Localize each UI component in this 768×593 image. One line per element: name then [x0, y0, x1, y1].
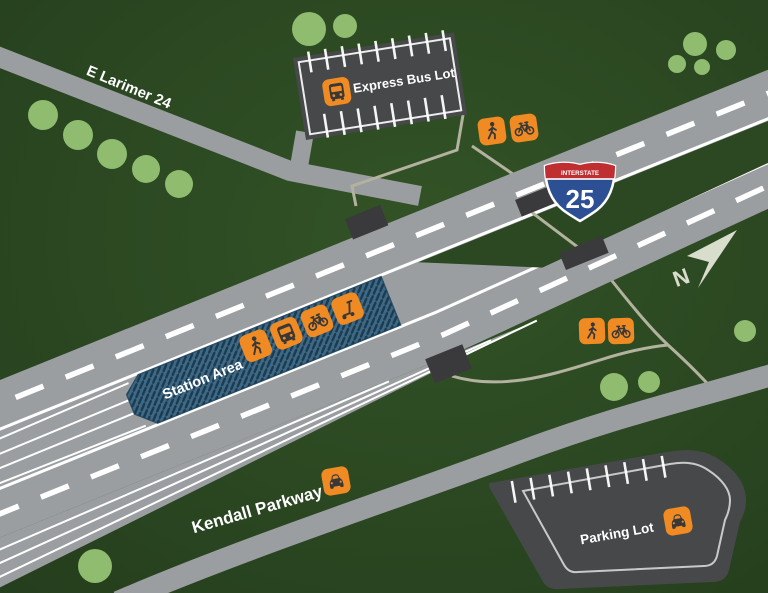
tree [668, 55, 686, 73]
tree [638, 371, 660, 393]
walk-icon [477, 116, 507, 146]
car-icon [663, 506, 693, 536]
bus-icon [270, 317, 303, 350]
station-entrance-south [425, 344, 472, 384]
parking-lot-circulation-road [521, 461, 732, 574]
tree [683, 32, 707, 56]
tree [97, 139, 127, 169]
bus-icon [322, 77, 352, 107]
lane-dashes-south [0, 93, 768, 535]
tree [132, 155, 160, 183]
trail-under-highway [471, 144, 722, 399]
trees [28, 12, 756, 583]
interstate-25-shield: INTERSTATE 25 [543, 161, 617, 223]
interstate-number: 25 [566, 184, 595, 214]
bike-icon [509, 113, 539, 143]
express-bus-lot-border [297, 37, 463, 136]
walk-icon [239, 329, 273, 362]
road-e-larimer [0, 46, 422, 206]
trail-north [350, 114, 465, 207]
bike-icon [607, 317, 635, 345]
trail-south [451, 343, 669, 384]
north-arrow-icon [687, 230, 737, 288]
edge-line-north [0, 46, 768, 462]
scooter-icon [331, 292, 364, 325]
tree [78, 549, 112, 583]
interstate-label: INTERSTATE [561, 170, 600, 177]
express-bus-lot: Express Bus Lot [293, 30, 467, 140]
tree [28, 100, 58, 130]
tree [165, 170, 193, 198]
car-icon [321, 466, 351, 496]
tree [333, 14, 357, 38]
parking-stall-lines [510, 455, 667, 503]
trail-median-segment [531, 211, 580, 249]
parking-stall-lines [306, 30, 448, 138]
underpass-north-portal [515, 185, 558, 217]
tree [716, 40, 736, 60]
median-strip [418, 49, 768, 268]
walk-icon [578, 317, 606, 345]
tree [734, 320, 756, 342]
road-kendall-parkway [113, 364, 768, 593]
trail-paths [350, 114, 722, 399]
parking-lot: Parking Lot [488, 450, 746, 590]
south-crossing-icons [578, 317, 635, 345]
lane-dashes-north [0, 23, 768, 441]
underpass-south-portal [559, 236, 609, 270]
edge-line-south [0, 76, 768, 513]
tree [694, 59, 710, 75]
tree [600, 373, 628, 401]
north-crossing-icons [477, 113, 539, 146]
express-bus-lot-surface [293, 32, 467, 140]
tree [63, 120, 93, 150]
station-entrance-north [344, 204, 389, 240]
tree [292, 12, 326, 46]
bike-icon [300, 304, 334, 338]
